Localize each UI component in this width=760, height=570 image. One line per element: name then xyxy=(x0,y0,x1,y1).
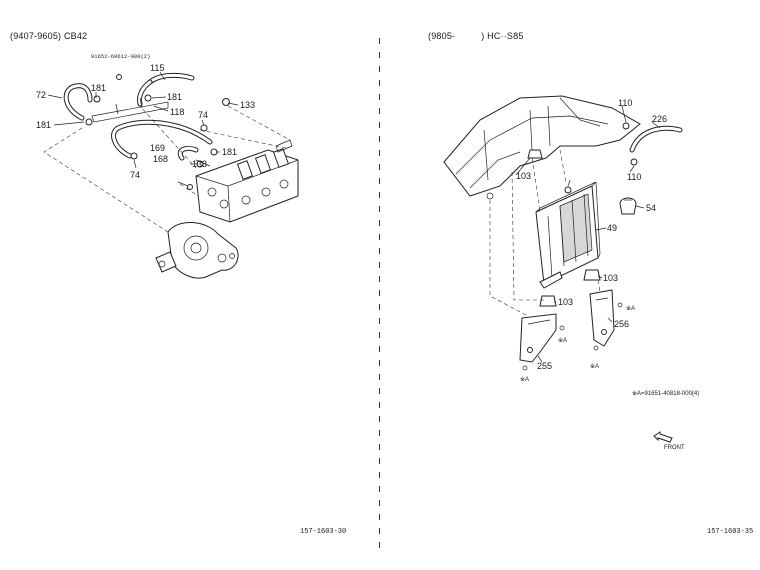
figure-number-left: 157-1603-30 xyxy=(300,528,347,536)
hose-169 xyxy=(177,145,199,161)
mark-a: ※A xyxy=(590,363,599,370)
bracket-256 xyxy=(589,289,623,351)
left-date-range: (9407-9605) xyxy=(10,31,62,41)
right-header: (9805-) HC··S85 xyxy=(428,31,524,41)
radiator xyxy=(535,179,601,289)
callout-118: 118 xyxy=(170,107,184,117)
fastener-note: ※A=91651-40818-000(4) xyxy=(632,391,700,397)
right-date-range: (9805- xyxy=(428,31,456,41)
hose-226 xyxy=(629,125,683,153)
hose-74 xyxy=(111,119,213,159)
mark-a: ※A xyxy=(520,376,529,383)
callout-133: 133 xyxy=(192,159,207,169)
right-date-close: ) xyxy=(481,31,485,41)
callout-181: 181 xyxy=(167,92,182,102)
callout-49: 49 xyxy=(607,223,617,233)
callout-103: 103 xyxy=(603,273,618,283)
mark-a: ※A xyxy=(626,305,635,312)
callout-74: 74 xyxy=(198,110,208,120)
bolts-133 xyxy=(177,159,211,190)
pipe-118 xyxy=(91,97,169,123)
clamp-110-lower xyxy=(630,158,638,166)
callout-256: 256 xyxy=(614,319,629,329)
callout-133: 133 xyxy=(240,100,255,110)
cylinder-head xyxy=(195,139,299,223)
radiator-cap xyxy=(619,197,637,215)
left-header: (9407-9605) CB42 xyxy=(10,31,87,41)
callout-110: 110 xyxy=(627,172,641,182)
figure-number-right: 157-1603-35 xyxy=(707,528,754,536)
page-divider xyxy=(379,38,380,548)
callout-115: 115 xyxy=(150,63,164,73)
clamp-110-upper xyxy=(622,122,630,130)
callout-54: 54 xyxy=(646,203,656,213)
mark-a: ※A xyxy=(558,337,567,344)
bracket-255 xyxy=(519,313,565,371)
callout-226: 226 xyxy=(652,114,667,124)
callout-169: 169 xyxy=(150,143,165,153)
front-label: FRONT xyxy=(664,445,685,451)
callout-110: 110 xyxy=(618,98,632,108)
callout-181: 181 xyxy=(222,147,237,157)
hose-115 xyxy=(137,72,195,107)
water-pump xyxy=(155,222,239,279)
hose-72 xyxy=(63,83,93,121)
callout-255: 255 xyxy=(537,361,552,371)
callout-74: 74 xyxy=(130,170,140,180)
mount-cushions xyxy=(527,149,601,307)
callout-168: 168 xyxy=(153,154,168,164)
left-model-code: CB42 xyxy=(63,31,88,41)
right-model-code: HC··S85 xyxy=(487,31,524,41)
callout-103: 103 xyxy=(516,171,531,181)
right-assembly: 110 226 103 110 54 49 103 103 256 255 ※A… xyxy=(443,95,683,443)
body-panel xyxy=(443,95,641,200)
callout-181: 181 xyxy=(91,83,106,93)
front-arrow-icon xyxy=(653,431,673,443)
part-number-stamp: 91652-60612-000(2) xyxy=(91,53,151,60)
callout-181: 181 xyxy=(36,120,51,130)
callout-103: 103 xyxy=(558,297,573,307)
callout-72: 72 xyxy=(36,90,46,100)
left-assembly: 115 72 181 181 118 133 181 74 169 181 16… xyxy=(36,63,299,279)
